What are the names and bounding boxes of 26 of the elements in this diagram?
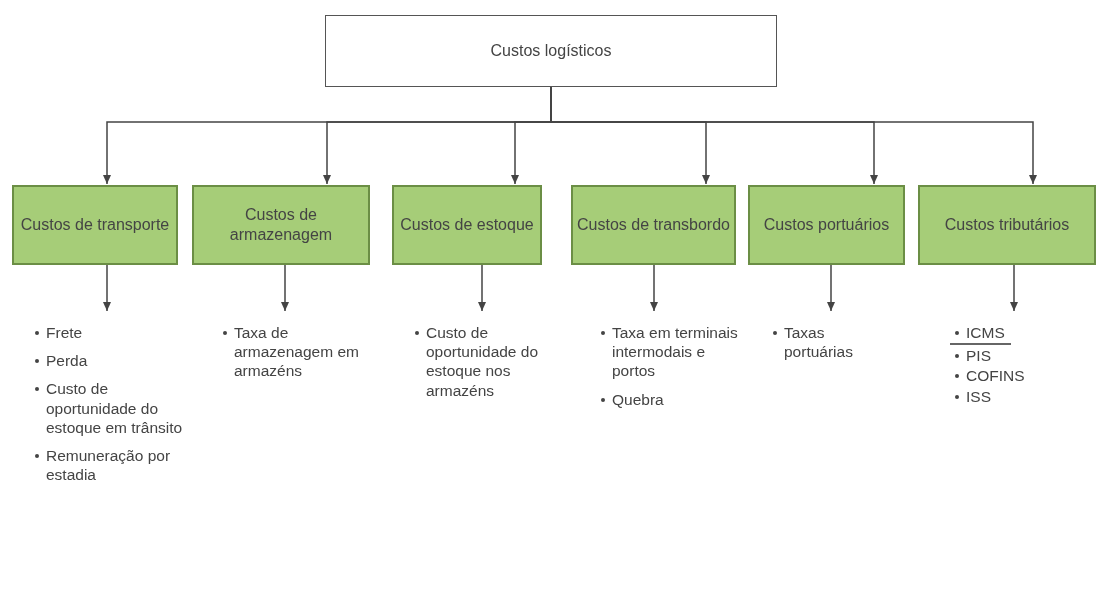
arrow	[650, 264, 658, 312]
bullet-item: Custo de oportunidade do estoque em trânsito	[34, 379, 184, 438]
bullet-item: Quebra	[600, 389, 740, 409]
bullet-item: Perda	[34, 351, 184, 371]
root-box: Custos logísticos	[325, 15, 777, 87]
arrow	[478, 264, 486, 312]
category-box: Custos tributários	[918, 185, 1096, 265]
bullet-item: ISS	[954, 386, 1064, 406]
bullet-item: ICMS	[950, 323, 1011, 346]
category-box: Custos portuários	[748, 185, 905, 265]
bullet-item: Taxas portuárias	[772, 323, 892, 362]
bullet-item: COFINS	[954, 366, 1064, 386]
arrow	[827, 264, 835, 312]
bullet-item: Taxa de armazenagem em armazéns	[222, 323, 367, 381]
bullet-item: Remuneração por estadia	[34, 446, 184, 485]
category-box: Custos de estoque	[392, 185, 542, 265]
arrow	[103, 264, 111, 312]
bullet-item: Taxa em terminais intermodais e portos	[600, 323, 740, 381]
bullet-item: PIS	[954, 346, 1064, 366]
category-box: Custos de transbordo	[571, 185, 736, 265]
bullet-item: Frete	[34, 323, 184, 343]
category-box: Custos de transporte	[12, 185, 178, 265]
category-box: Custos de armazenagem	[192, 185, 370, 265]
arrow	[281, 264, 289, 312]
bullet-item: Custo de oportunidade do estoque nos armazéns	[414, 323, 564, 400]
arrow	[1010, 264, 1018, 312]
